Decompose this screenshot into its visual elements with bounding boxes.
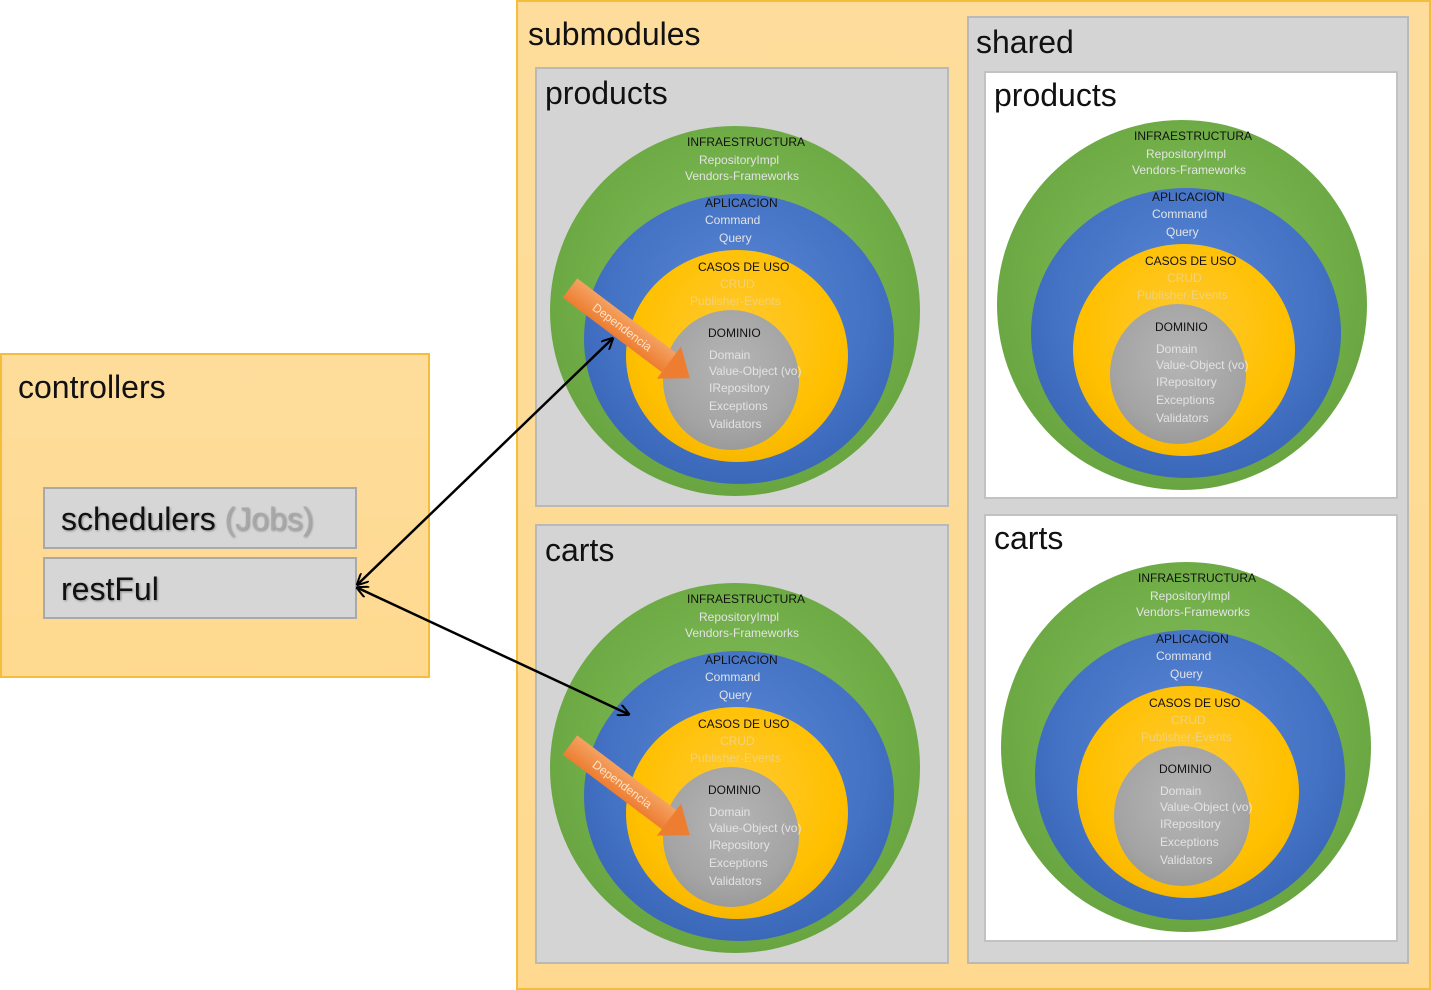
aplicacion-title: APLICACION [705, 653, 778, 667]
dominio-line: IRepository [1160, 817, 1221, 831]
dominio-line: Validators [1160, 853, 1213, 867]
shared-title: shared [976, 24, 1074, 60]
casos-de-uso-title: CASOS DE USO [1145, 254, 1237, 268]
layer-diagram: INFRAESTRUCTURA RepositoryImpl Vendors-F… [550, 126, 920, 496]
dominio-line: Exceptions [1156, 393, 1215, 407]
dominio-line: IRepository [709, 838, 770, 852]
dominio-line: Exceptions [709, 399, 768, 413]
aplicacion-line: Command [705, 213, 761, 227]
infraestructura-line: RepositoryImpl [699, 153, 780, 167]
layer-diagram: INFRAESTRUCTURA RepositoryImpl Vendors-F… [1001, 562, 1371, 932]
dominio-line: Exceptions [1160, 835, 1219, 849]
schedulers-item: schedulers (Jobs) [43, 487, 357, 549]
infraestructura-line: RepositoryImpl [1146, 147, 1227, 161]
dominio-line: Domain [1160, 784, 1202, 798]
dominio-line: Domain [709, 348, 751, 362]
infraestructura-line: Vendors-Frameworks [1132, 163, 1247, 177]
dominio-title: DOMINIO [708, 326, 761, 340]
dominio-line: Value-Object (vo) [1160, 800, 1253, 814]
shared-carts-onion: INFRAESTRUCTURA RepositoryImpl Vendors-F… [1001, 562, 1371, 932]
casos-de-uso-line: Publisher-Events [690, 751, 781, 765]
dominio-line: Exceptions [709, 856, 768, 870]
schedulers-extra: (Jobs) [224, 501, 314, 537]
aplicacion-title: APLICACION [705, 196, 778, 210]
aplicacion-title: APLICACION [1152, 190, 1225, 204]
submodule-products-panel: products INFRAESTRUCTURA RepositoryImpl … [535, 67, 949, 507]
restful-label: restFul [61, 571, 159, 607]
restful-to-carts-arrow [358, 588, 628, 714]
dominio-layer [1114, 746, 1250, 886]
dominio-layer [663, 767, 799, 907]
casos-de-uso-title: CASOS DE USO [1149, 696, 1241, 710]
shared-products-panel: products INFRAESTRUCTURA RepositoryImpl … [984, 71, 1398, 499]
dominio-line: Validators [709, 417, 762, 431]
aplicacion-line: Command [1152, 207, 1208, 221]
dominio-line: Value-Object (vo) [709, 364, 802, 378]
layer-diagram: INFRAESTRUCTURA RepositoryImpl Vendors-F… [997, 120, 1367, 490]
shared-products-title: products [994, 77, 1117, 113]
casos-de-uso-line: Publisher-Events [690, 294, 781, 308]
infraestructura-line: Vendors-Frameworks [1136, 605, 1251, 619]
dominio-title: DOMINIO [708, 783, 761, 797]
casos-de-uso-line: CRUD [1167, 271, 1202, 285]
dominio-line: IRepository [1156, 375, 1217, 389]
aplicacion-line: Query [1170, 667, 1203, 681]
infraestructura-line: Vendors-Frameworks [685, 169, 800, 183]
infraestructura-line: Vendors-Frameworks [685, 626, 800, 640]
restful-item: restFul [43, 557, 357, 619]
shared-carts-title: carts [994, 520, 1064, 556]
casos-de-uso-line: CRUD [720, 734, 755, 748]
casos-de-uso-line: CRUD [720, 277, 755, 291]
controllers-title: controllers [18, 369, 166, 405]
casos-de-uso-line: Publisher-Events [1141, 730, 1232, 744]
dominio-line: Value-Object (vo) [1156, 358, 1249, 372]
casos-de-uso-title: CASOS DE USO [698, 260, 790, 274]
dominio-title: DOMINIO [1159, 762, 1212, 776]
aplicacion-line: Command [1156, 649, 1212, 663]
submodules-title: submodules [528, 16, 701, 52]
infraestructura-title: INFRAESTRUCTURA [1134, 129, 1253, 143]
aplicacion-line: Query [719, 231, 752, 245]
aplicacion-title: APLICACION [1156, 632, 1229, 646]
dominio-line: Domain [709, 805, 751, 819]
dominio-line: Validators [1156, 411, 1209, 425]
infraestructura-line: RepositoryImpl [1150, 589, 1231, 603]
aplicacion-line: Query [1166, 225, 1199, 239]
submodule-products-onion: INFRAESTRUCTURA RepositoryImpl Vendors-F… [550, 126, 920, 496]
dominio-title: DOMINIO [1155, 320, 1208, 334]
aplicacion-line: Command [705, 670, 761, 684]
casos-de-uso-line: Publisher-Events [1137, 288, 1228, 302]
schedulers-label: schedulers [61, 501, 216, 537]
dominio-line: Value-Object (vo) [709, 821, 802, 835]
dominio-line: Validators [709, 874, 762, 888]
casos-de-uso-line: CRUD [1171, 713, 1206, 727]
dominio-line: IRepository [709, 381, 770, 395]
casos-de-uso-title: CASOS DE USO [698, 717, 790, 731]
shared-carts-panel: carts INFRAESTRUCTURA RepositoryImpl Ven… [984, 514, 1398, 942]
dominio-line: Domain [1156, 342, 1198, 356]
infraestructura-title: INFRAESTRUCTURA [1138, 571, 1257, 585]
shared-products-onion: INFRAESTRUCTURA RepositoryImpl Vendors-F… [997, 120, 1367, 490]
infraestructura-line: RepositoryImpl [699, 610, 780, 624]
dominio-layer [1110, 304, 1246, 444]
dominio-layer [663, 310, 799, 450]
aplicacion-line: Query [719, 688, 752, 702]
infraestructura-title: INFRAESTRUCTURA [687, 592, 806, 606]
submodule-products-title: products [545, 75, 668, 111]
infraestructura-title: INFRAESTRUCTURA [687, 135, 806, 149]
restful-to-products-arrow [358, 339, 612, 584]
